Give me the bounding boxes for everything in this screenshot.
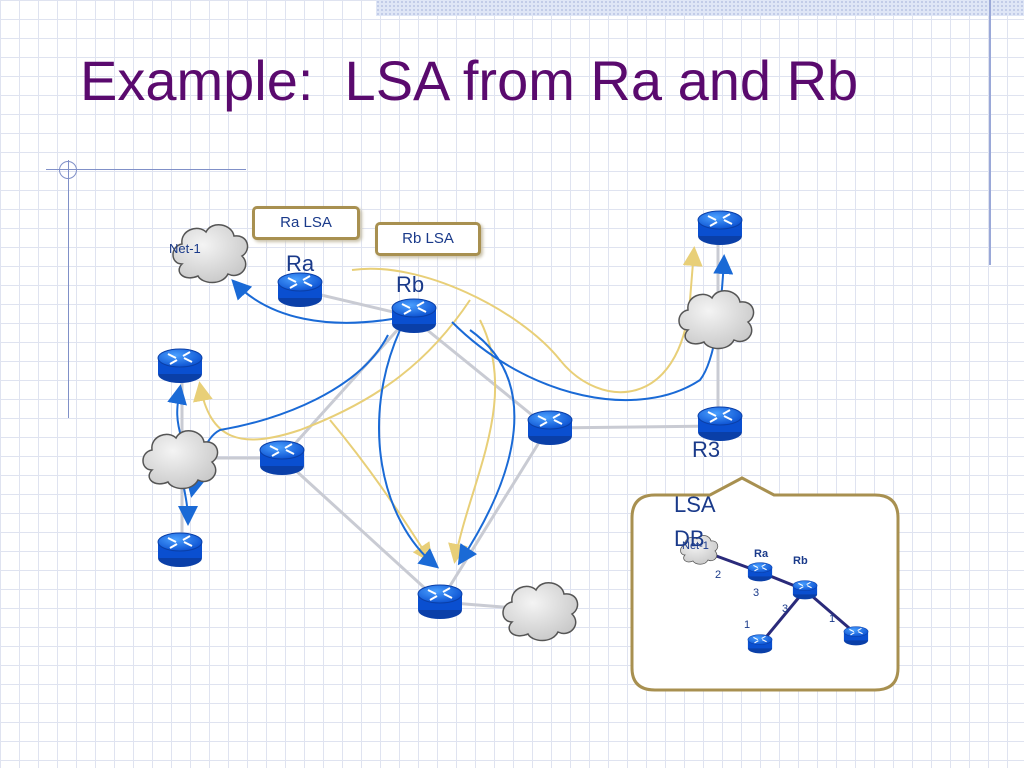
router-r3 — [697, 406, 743, 442]
bottom-cloud — [502, 582, 579, 642]
right-decoration-line — [989, 0, 991, 265]
left-decoration-hline — [46, 169, 246, 170]
right-cloud — [678, 290, 755, 350]
blue-arrow-bottom — [378, 329, 440, 569]
ra-lsa-box: Ra LSA — [252, 206, 360, 240]
link-rb-left — [280, 314, 412, 460]
lsa-db-callout — [630, 476, 900, 692]
inset-cost-4: 1 — [744, 619, 751, 631]
rb-label: Rb — [396, 272, 425, 297]
router-bottom-left — [157, 532, 203, 568]
router-top-left — [157, 348, 203, 384]
link-mid-r3 — [547, 424, 719, 430]
blue-arrows — [167, 254, 734, 569]
yellow-arrow-top — [351, 246, 703, 393]
inset-router-ra — [747, 562, 773, 582]
router-bottom — [417, 584, 463, 620]
top-decoration-bar — [376, 0, 1024, 16]
link-rb-mid — [409, 314, 549, 430]
blue-arrow-net1 — [231, 279, 399, 324]
router-top-right — [697, 210, 743, 246]
inset-rb-label: Rb — [793, 555, 808, 567]
net1-label: Net-1 — [169, 241, 201, 256]
lsa-db-label-line1: LSA — [674, 492, 716, 517]
ra-label: Ra — [286, 251, 315, 276]
left-cloud — [142, 430, 219, 490]
inset-cost-1: 2 — [715, 569, 722, 581]
inset-router-bl — [747, 634, 773, 654]
inset-router-rb — [792, 580, 818, 600]
lsa-db-label-line2: DB — [674, 526, 705, 551]
inset-ra-label: Ra — [754, 548, 769, 560]
left-decoration-vline — [68, 160, 69, 418]
router-ra — [277, 272, 323, 308]
inset-net1-label: Net-1 — [682, 540, 709, 552]
link-mid-bottom — [438, 427, 550, 603]
inset-cost-2: 3 — [753, 587, 760, 599]
blue-arrow-bottom2 — [457, 329, 516, 566]
router-left — [259, 440, 305, 476]
inset-cost-3: 3 — [782, 603, 789, 615]
slide-title: Example: LSA from Ra and Rb — [80, 49, 859, 112]
left-decoration-circle — [59, 161, 77, 179]
inset-cost-5: 1 — [829, 613, 836, 625]
inset-router-br — [843, 626, 869, 646]
rb-lsa-box: Rb LSA — [375, 222, 481, 256]
link-left-bottom — [280, 456, 442, 604]
yellow-arrow-left — [193, 299, 471, 441]
r3-label: R3 — [692, 437, 721, 462]
router-mid — [527, 410, 573, 446]
yellow-arrows — [193, 246, 703, 564]
router-rb — [391, 298, 437, 334]
